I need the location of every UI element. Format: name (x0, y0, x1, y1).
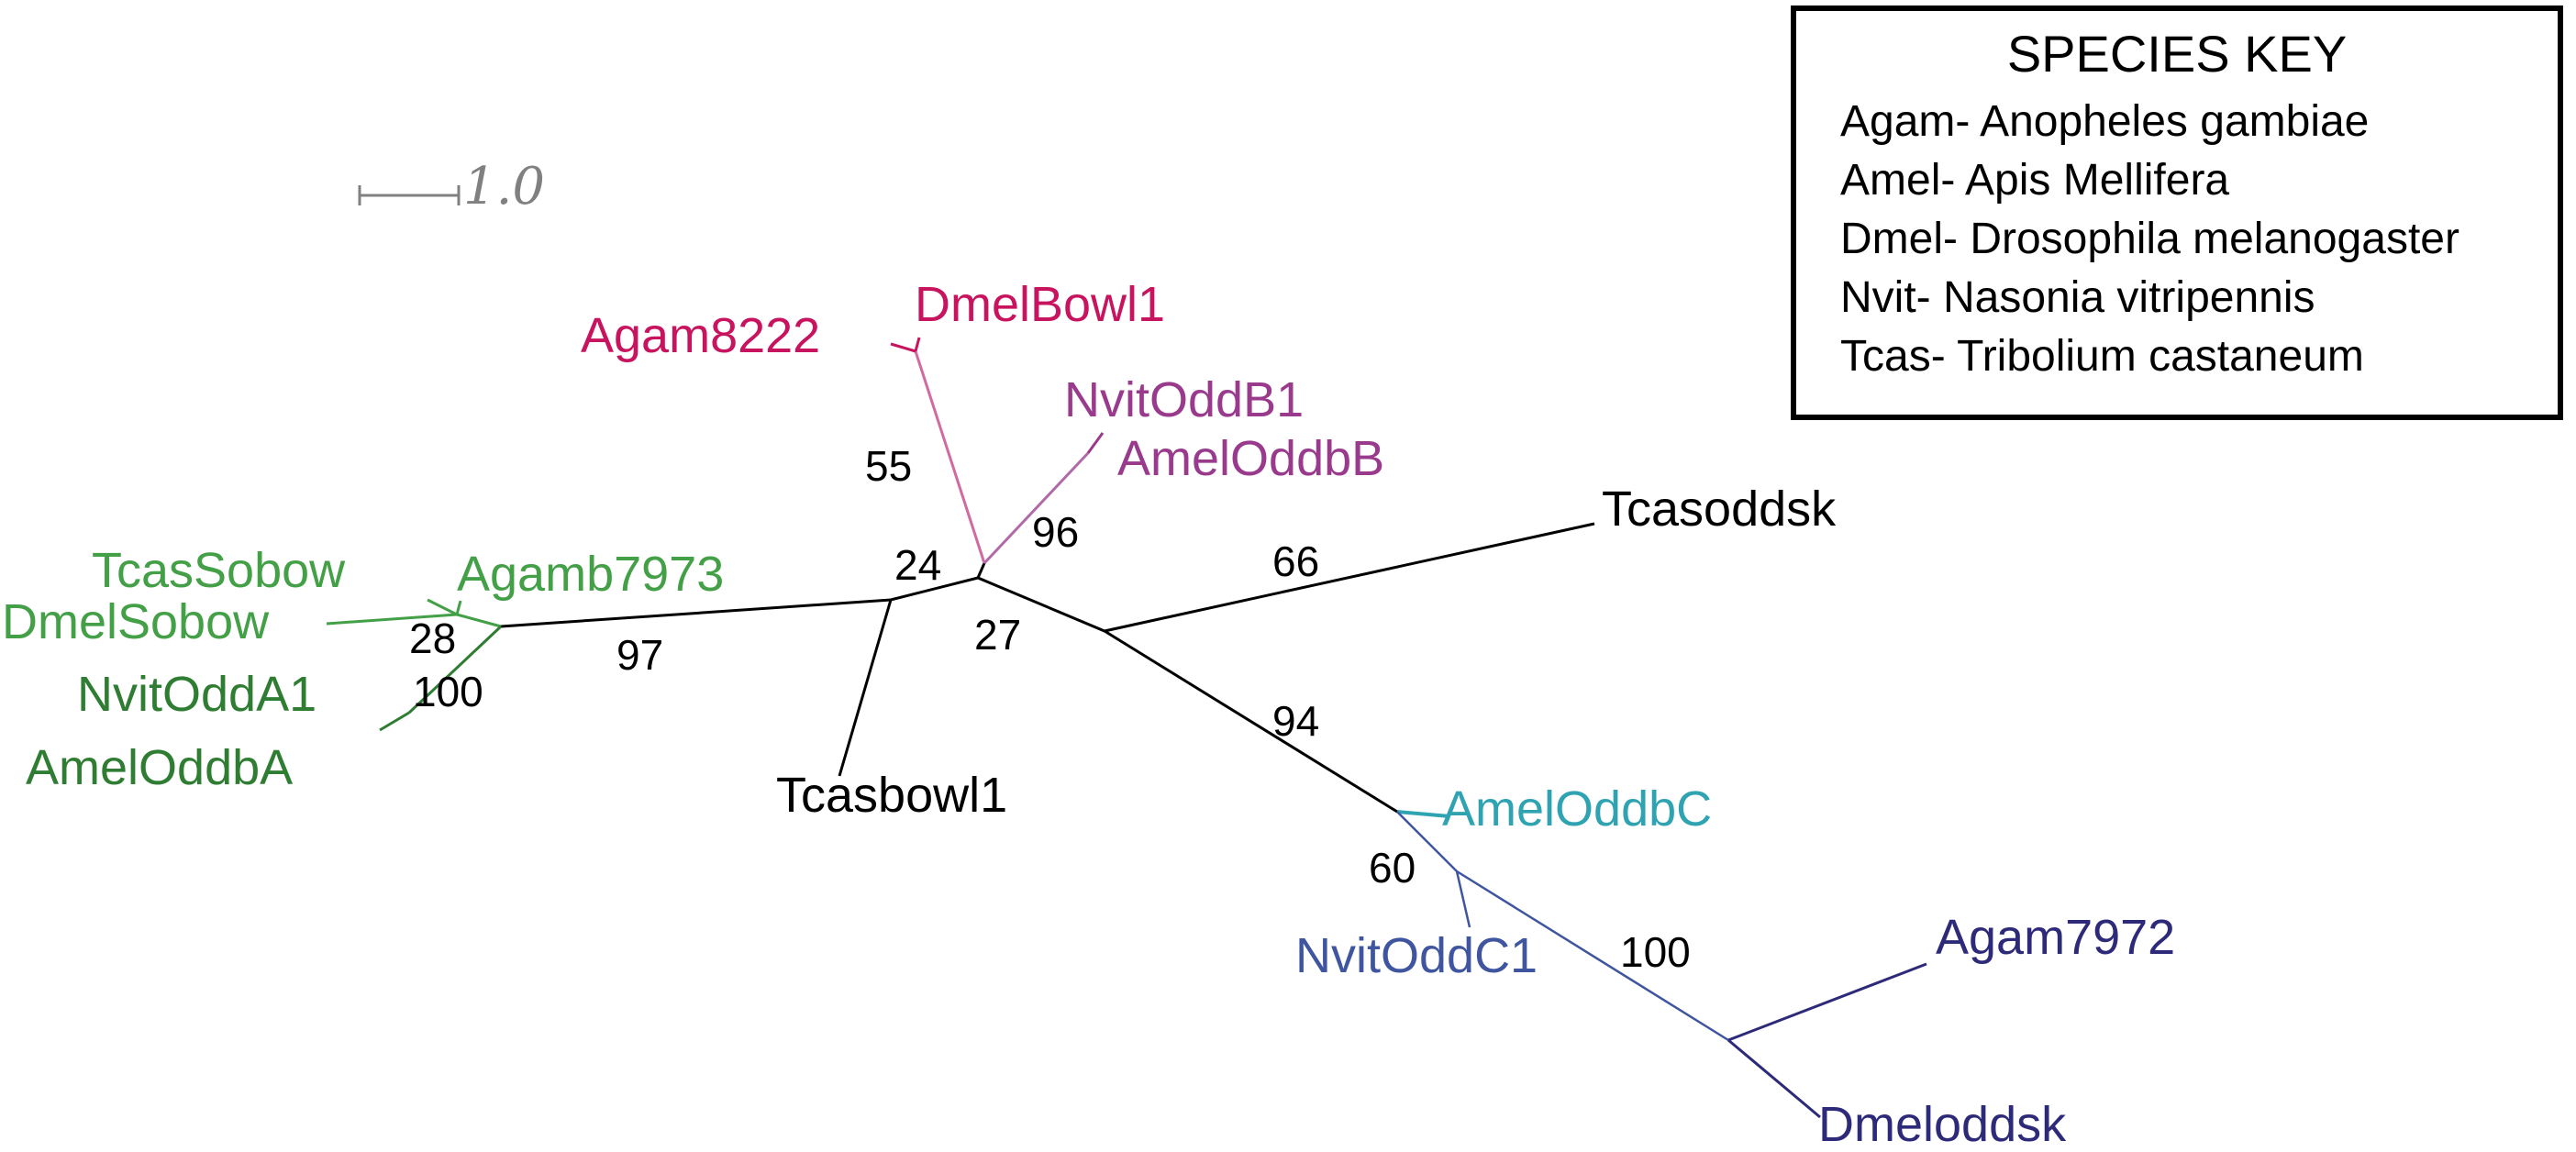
bootstrap-value: 55 (865, 442, 912, 490)
taxon-label: Agam7972 (1936, 910, 2175, 965)
taxon-label: Dmeloddsk (1818, 1097, 2067, 1152)
species-key-box: SPECIES KEY Agam- Anopheles gambiae Amel… (1791, 6, 2563, 420)
taxon-label: AmelOddbA (26, 740, 293, 795)
taxon-label: Agamb7973 (457, 547, 724, 602)
bootstrap-value: 66 (1272, 537, 1319, 585)
branch-tcasbowl1 (838, 599, 893, 777)
backbone-branches (500, 522, 1595, 814)
oddb-clade-branches (983, 432, 1105, 565)
bootstrap-value: 60 (1369, 844, 1416, 892)
taxon-label: TcasSobow (92, 543, 346, 598)
bootstrap-value: 28 (409, 615, 456, 662)
bootstrap-value: 27 (974, 611, 1021, 659)
taxon-label: DmelSobow (2, 594, 270, 649)
taxon-label: Tcasoddsk (1602, 482, 1837, 537)
taxon-labels: Agam8222 DmelBowl1 NvitOddB1 AmelOddbB T… (2, 277, 2175, 1152)
bootstrap-value: 24 (894, 541, 941, 589)
bootstrap-value: 97 (616, 631, 663, 679)
scale-bar-label: 1.0 (463, 157, 545, 216)
species-key-entry: Agam- Anopheles gambiae (1840, 97, 2370, 146)
oddc-clade-branches (1396, 810, 1729, 1042)
bootstrap-labels: 55 96 24 66 28 97 27 100 94 60 100 (409, 442, 1691, 976)
species-key-title: SPECIES KEY (2006, 25, 2348, 83)
scale-bar: 1.0 (358, 157, 545, 216)
bootstrap-value: 100 (413, 668, 483, 715)
bootstrap-value: 100 (1620, 928, 1691, 976)
taxon-label: DmelBowl1 (915, 277, 1165, 332)
taxon-label: Agam8222 (581, 308, 820, 363)
species-key-entry: Amel- Apis Mellifera (1840, 156, 2230, 205)
species-key-list: Agam- Anopheles gambiae Amel- Apis Melli… (1840, 93, 2558, 386)
taxon-label: Tcasbowl1 (776, 768, 1007, 823)
species-key-entry: Dmel- Drosophila melanogaster (1840, 215, 2459, 263)
taxon-label: NvitOddA1 (77, 667, 316, 722)
oddsk-clade-branches (1727, 962, 1927, 1119)
branch-to-oddc-clade (1104, 629, 1398, 814)
taxon-label: NvitOddC1 (1295, 928, 1538, 983)
odda-clade-branches (379, 625, 503, 732)
bowl-clade-branches (890, 337, 986, 564)
sobow-clade-branches (326, 598, 502, 628)
species-key-entry: Nvit- Nasonia vitripennis (1840, 273, 2315, 322)
species-key-entry: Tcas- Tribolium castaneum (1840, 332, 2364, 381)
taxon-label: NvitOddB1 (1064, 372, 1304, 427)
bootstrap-value: 94 (1272, 697, 1319, 745)
taxon-label: AmelOddbB (1117, 431, 1384, 486)
branch-to-bowl-oddb (976, 562, 986, 579)
bootstrap-value: 96 (1032, 508, 1079, 556)
taxon-label: AmelOddbC (1442, 781, 1712, 836)
